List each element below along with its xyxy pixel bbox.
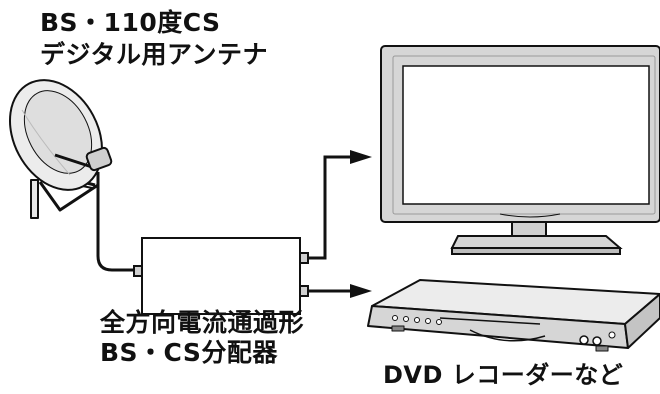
recorder-label: DVD レコーダーなど — [383, 361, 624, 389]
splitter-box — [133, 237, 309, 315]
arrow-to-tv — [350, 150, 372, 164]
splitter-label-line1: 全方向電流通過形 — [100, 308, 305, 337]
splitter-label-line2: BS・CS分配器 — [100, 338, 278, 367]
dvd-recorder — [367, 279, 660, 352]
antenna-label-line2: デジタル用アンテナ — [40, 40, 269, 69]
arrow-to-recorder — [350, 284, 372, 298]
satellite-antenna — [8, 79, 113, 219]
antenna-label-line1: BS・110度CS — [40, 8, 221, 37]
television — [380, 45, 660, 255]
cables — [96, 155, 352, 293]
